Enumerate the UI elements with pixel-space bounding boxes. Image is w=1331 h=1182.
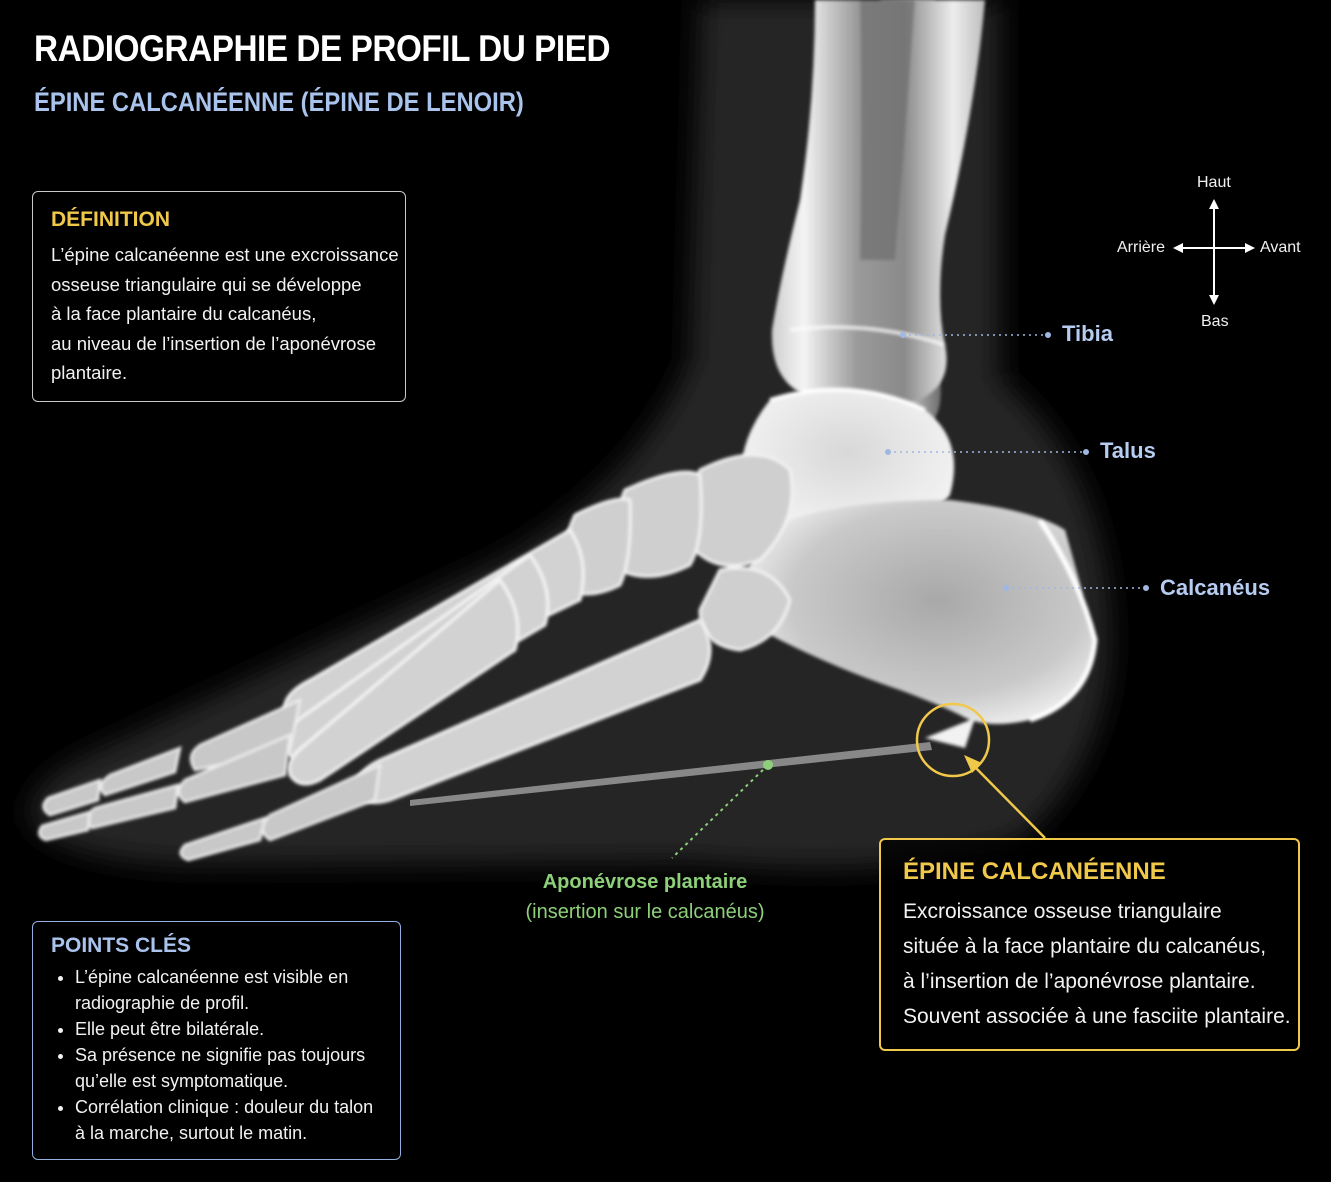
spur-callout-box: ÉPINE CALCANÉENNE Excroissance osseuse t… xyxy=(879,838,1300,1051)
definition-box: DÉFINITION L’épine calcanéenne est une e… xyxy=(32,191,406,402)
key-point-line: radiographie de profil. xyxy=(75,993,250,1013)
tibia-bone xyxy=(771,0,985,405)
definition-heading: DÉFINITION xyxy=(51,208,170,231)
metatarsal-bones xyxy=(282,527,712,804)
key-point-item: Elle peut être bilatérale. xyxy=(75,1016,382,1042)
page-subtitle: ÉPINE CALCANÉENNE (ÉPINE DE LENOIR) xyxy=(34,87,524,117)
page-title: RADIOGRAPHIE DE PROFIL DU PIED xyxy=(34,28,611,69)
key-point-line: qu’elle est symptomatique. xyxy=(75,1071,289,1091)
leader-dots xyxy=(885,332,1149,591)
definition-line: à la face plantaire du calcanéus, xyxy=(51,303,317,324)
key-point-line: à la marche, surtout le matin. xyxy=(75,1123,308,1143)
spur-callout-arrow xyxy=(964,755,1046,839)
spur-highlight-circle xyxy=(915,702,991,778)
plantar-aponeurosis-band xyxy=(410,742,932,806)
aponeurosis-label: Aponévrose plantaire (insertion sur le c… xyxy=(520,867,770,927)
definition-line: plantaire. xyxy=(51,362,128,383)
compass-arrows-icon xyxy=(1173,199,1255,305)
key-point-item: L’épine calcanéenne est visible en radio… xyxy=(75,964,382,1016)
key-points-box: POINTS CLÉS L’épine calcanéenne est visi… xyxy=(32,921,401,1160)
definition-line: L’épine calcanéenne est une excroissance xyxy=(51,244,399,265)
calcaneus-bone xyxy=(744,500,1098,748)
aponeurosis-label-note: (insertion sur le calcanéus) xyxy=(525,901,765,923)
orientation-up-label: Haut xyxy=(1197,174,1231,191)
spur-callout-line: située à la face plantaire du calcanéus, xyxy=(903,935,1267,958)
spur-callout-heading: ÉPINE CALCANÉENNE xyxy=(903,858,1166,885)
talus-label: Talus xyxy=(1100,438,1156,463)
definition-line: osseuse triangulaire qui se développe xyxy=(51,273,362,295)
definition-text: L’épine calcanéenne est une excroissance… xyxy=(51,240,399,388)
key-point-line: Elle peut être bilatérale. xyxy=(75,1019,265,1039)
key-point-item: Sa présence ne signifie pas toujours qu’… xyxy=(75,1042,382,1094)
orientation-down-label: Bas xyxy=(1201,313,1229,330)
orientation-front-label: Avant xyxy=(1260,239,1301,256)
tibia-label: Tibia xyxy=(1062,321,1113,346)
calcaneus-label: Calcanéus xyxy=(1160,575,1271,600)
key-points-list: L’épine calcanéenne est visible en radio… xyxy=(51,964,382,1146)
spur-callout-line: Souvent associée à une fasciite plantair… xyxy=(903,1005,1291,1028)
phalanx-bones xyxy=(38,697,382,862)
key-point-line: Corrélation clinique : douleur du talon xyxy=(75,1097,374,1117)
aponeurosis-leader-line xyxy=(671,764,769,859)
midfoot-bones xyxy=(561,453,794,652)
leader-lines xyxy=(888,334,1146,589)
key-point-line: Sa présence ne signifie pas toujours xyxy=(75,1045,366,1065)
orientation-back-label: Arrière xyxy=(1117,239,1166,256)
spur-callout-text: Excroissance osseuse triangulaire située… xyxy=(903,894,1291,1034)
orientation-compass: Haut Bas Arrière Avant xyxy=(1110,172,1320,342)
aponeurosis-label-title: Aponévrose plantaire xyxy=(542,871,748,893)
key-points-heading: POINTS CLÉS xyxy=(51,934,192,957)
spur-callout-line: à l’insertion de l’aponévrose plantaire. xyxy=(903,970,1256,993)
key-point-line: L’épine calcanéenne est visible en xyxy=(75,967,349,987)
definition-line: au niveau de l’insertion de l’aponévrose xyxy=(51,332,376,354)
key-point-item: Corrélation clinique : douleur du talon … xyxy=(75,1094,382,1146)
aponeurosis-dot xyxy=(763,760,773,770)
spur-callout-line: Excroissance osseuse triangulaire xyxy=(903,900,1222,923)
heel-spur xyxy=(925,718,975,748)
